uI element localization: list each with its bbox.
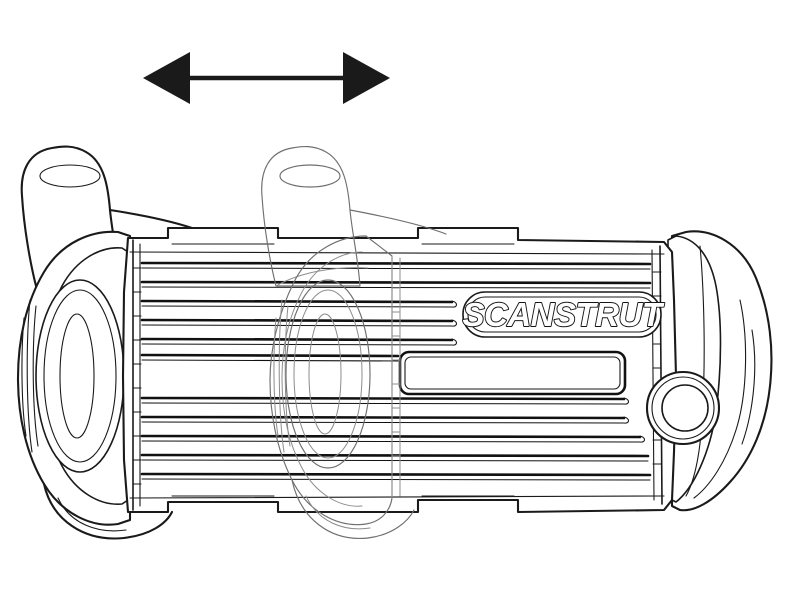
right-cap-contour-a (693, 299, 747, 499)
left-mount-tab-hole (39, 164, 101, 188)
motion-arrow-group (143, 52, 390, 104)
ghost-bottom-skirt (291, 479, 415, 539)
left-seam-serrations (132, 267, 142, 485)
port-inner-bore (661, 384, 709, 432)
left-tab-shoulder-edge (108, 208, 194, 230)
ghost-lens-outer (285, 279, 371, 469)
lower-recessed-panel (140, 350, 627, 396)
ghost-tab-shoulder (349, 209, 447, 235)
body-right-seam (659, 245, 663, 505)
left-end-cap-group (16, 145, 194, 540)
arrow-head-right-icon (343, 52, 390, 104)
ghost-mount-tab-hole (279, 164, 341, 188)
phantom-bracket-group (261, 145, 447, 539)
ghost-tab-under-edge (275, 267, 369, 287)
main-body-group: SCANSTRUT (121, 226, 721, 514)
left-cap-bottom-skirt (42, 482, 174, 540)
fin-end-caps (451, 300, 646, 443)
left-cap-highlight-c (21, 317, 27, 437)
ghost-lens-inner (308, 313, 342, 435)
left-lens-inner (59, 313, 95, 439)
right-end-cap-group (667, 230, 773, 512)
ghost-highlight-a (278, 299, 285, 453)
port-mid-ring (651, 376, 715, 440)
scanstrut-logo-badge: SCANSTRUT (462, 291, 666, 338)
recessed-panel-inner (404, 356, 621, 390)
panel-left-fin-stub-b (141, 359, 399, 362)
body-bottom-rail (129, 495, 665, 499)
ghost-mount-tab (261, 145, 361, 287)
left-cap-highlight-b (32, 305, 39, 447)
circular-cable-port (645, 370, 721, 446)
ghost-cap-inner-boss (281, 251, 363, 507)
body-right-seam-inner (651, 249, 655, 501)
ghost-skirt-inner (305, 495, 371, 530)
body-top-rail (129, 251, 665, 255)
fin-group-lower (140, 396, 652, 481)
arrow-head-left-icon (143, 52, 190, 104)
logo-badge-border (462, 291, 662, 338)
left-cap-skirt-inner (57, 497, 127, 532)
recessed-panel-border (398, 350, 627, 396)
ghost-highlight-c (273, 317, 279, 437)
ghost-seam-serrations (391, 287, 401, 457)
left-cap-highlight-a (26, 299, 33, 453)
panel-left-fin-stub-a (140, 353, 400, 358)
ghost-lens-mid (293, 289, 363, 459)
brand-wordmark: SCANSTRUT (463, 296, 665, 333)
ghost-cap-shell (269, 235, 393, 526)
ghost-highlight-b (284, 305, 291, 447)
logo-badge-inner-border (467, 296, 657, 333)
right-cap-contour-b (741, 329, 756, 445)
